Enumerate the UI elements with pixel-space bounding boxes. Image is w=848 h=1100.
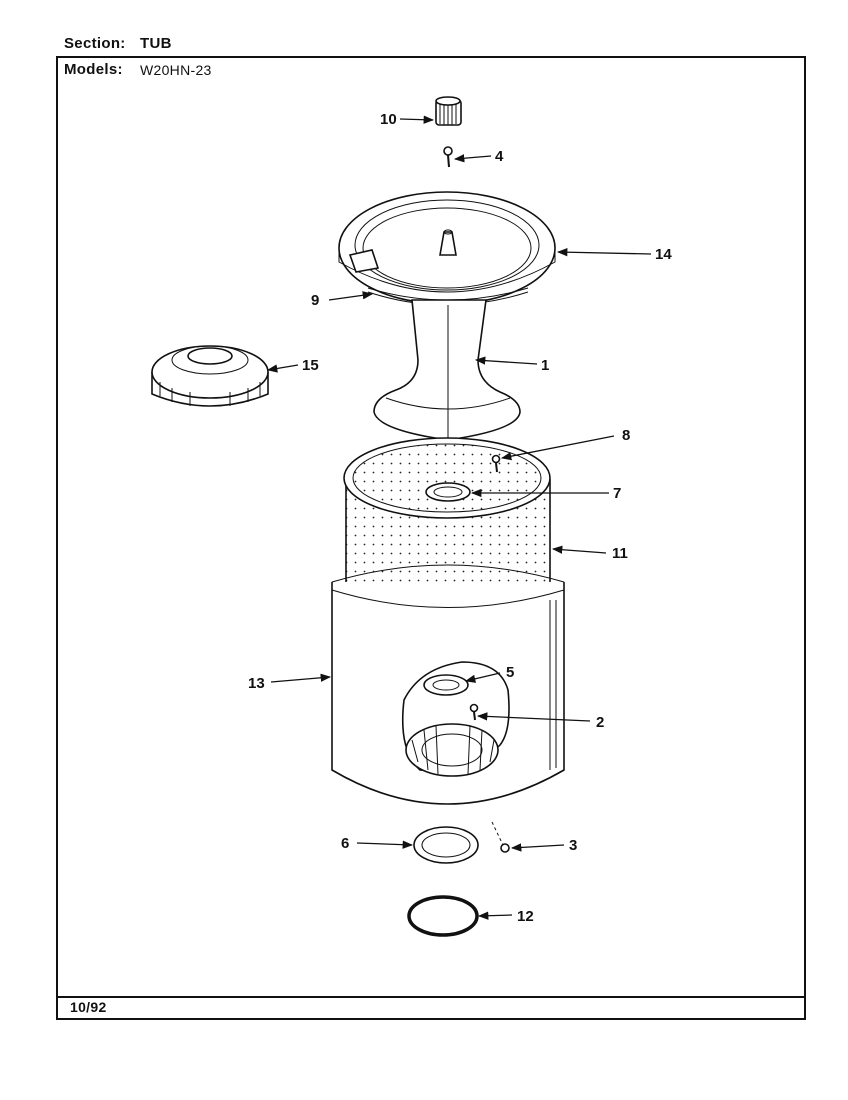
part-8-screw <box>491 454 501 473</box>
callout-12: 12 <box>517 908 534 925</box>
part-4-screw <box>443 146 453 168</box>
section-label: Section: <box>64 35 126 52</box>
callout-13: 13 <box>248 675 265 692</box>
part-10-cap <box>435 96 462 126</box>
callout-labels: 10 4 14 9 15 1 8 7 11 13 5 2 6 3 12 <box>248 111 672 925</box>
footer-divider <box>56 996 806 998</box>
part-2-screw <box>469 703 479 721</box>
callout-2: 2 <box>596 714 604 731</box>
part-6-ring <box>413 826 479 864</box>
part-12-oring <box>407 895 479 937</box>
callout-10: 10 <box>380 111 397 128</box>
leader-lines <box>266 115 652 920</box>
callout-8: 8 <box>622 427 630 444</box>
models-label: Models: <box>64 61 123 78</box>
callout-9: 9 <box>311 292 319 309</box>
part-7-seal <box>425 482 471 502</box>
part-3-screw <box>491 821 510 853</box>
callout-4: 4 <box>495 148 504 165</box>
section-value: TUB <box>140 35 172 52</box>
part-1-agitator <box>373 299 521 441</box>
part-14-top-ring <box>338 191 556 305</box>
callout-14: 14 <box>655 246 672 263</box>
part-5-hub <box>401 661 510 777</box>
callout-15: 15 <box>302 357 319 374</box>
callout-5: 5 <box>506 664 514 681</box>
diagram-frame <box>56 56 806 1020</box>
models-value: W20HN-23 <box>140 62 212 78</box>
footer-date: 10/92 <box>70 999 107 1015</box>
callout-6: 6 <box>341 835 349 852</box>
callout-3: 3 <box>569 837 577 854</box>
callout-1: 1 <box>541 357 549 374</box>
callout-11: 11 <box>612 545 628 562</box>
part-15-dispenser <box>151 345 269 407</box>
callout-7: 7 <box>613 485 621 502</box>
